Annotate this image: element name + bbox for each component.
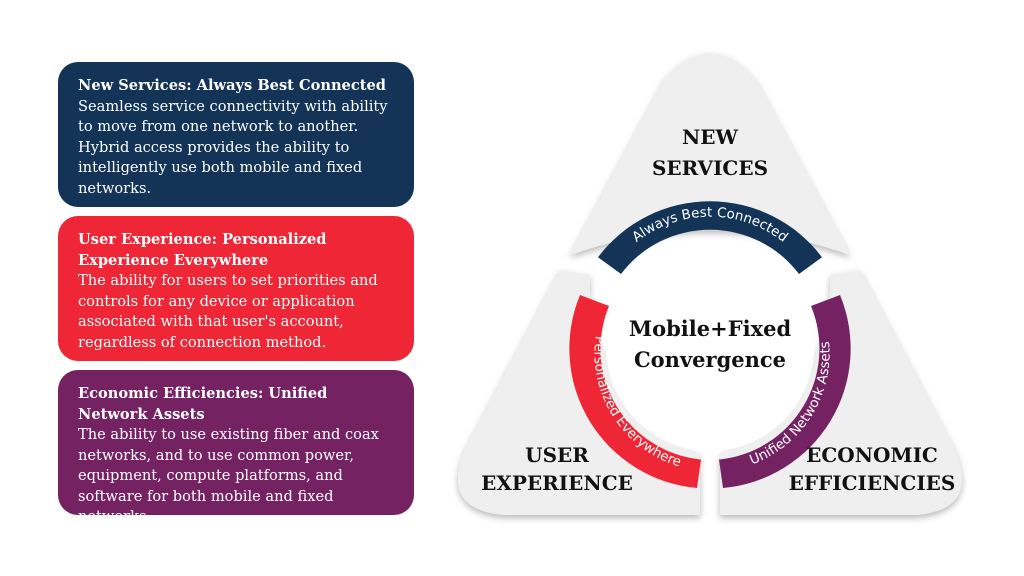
arc-personalized-everywhere	[569, 295, 701, 488]
card-description: The ability to use existing fiber and co…	[78, 426, 379, 525]
center-title-line1: Mobile+Fixed	[629, 316, 792, 341]
card-description: The ability for users to set priorities …	[78, 272, 378, 351]
segment-title-left-line2: EXPERIENCE	[481, 471, 633, 495]
center-circle	[606, 243, 814, 451]
card-description: Seamless service connectivity with abili…	[78, 97, 388, 197]
segment-title-left-line1: USER	[525, 443, 589, 467]
card-title: New Services: Always Best Connected	[78, 77, 386, 94]
card-title: User Experience: Personalized Experience…	[78, 231, 327, 269]
card-user-experience: User Experience: Personalized Experience…	[58, 216, 414, 361]
segment-new-services	[570, 53, 850, 255]
arc-always-best-connected	[598, 201, 822, 274]
arc-unified-network-assets	[719, 295, 851, 488]
segment-title-top-line2: SERVICES	[652, 156, 768, 180]
card-economic-efficiencies: Economic Efficiencies: Unified Network A…	[58, 370, 414, 525]
segment-title-right-line2: EFFICIENCIES	[789, 471, 956, 495]
center-title-line2: Convergence	[634, 347, 786, 372]
segment-title-right-line1: ECONOMIC	[806, 443, 938, 467]
segment-title-top-line1: NEW	[682, 125, 739, 149]
card-new-services: New Services: Always Best Connected Seam…	[58, 62, 414, 207]
card-title: Economic Efficiencies: Unified Network A…	[78, 385, 328, 423]
